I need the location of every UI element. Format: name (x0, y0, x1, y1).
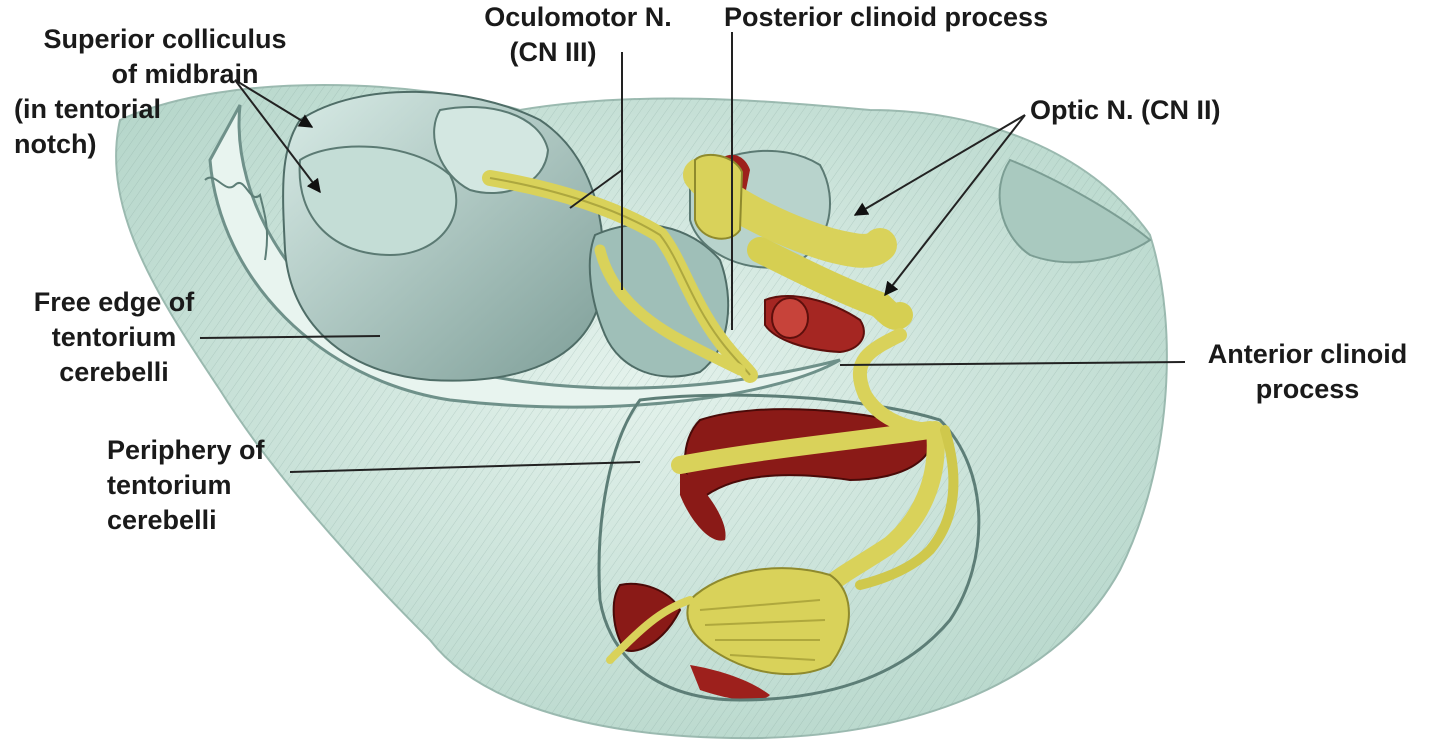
leader-periphery (289, 461, 641, 473)
leader-optic-a (853, 114, 1026, 216)
trigeminal-branch (855, 425, 959, 590)
label-oculomotor-line2: (CN III) (509, 37, 597, 67)
deep-vessel-branch (680, 470, 726, 541)
optic-nerve-distal (747, 237, 913, 330)
label-periphery: Periphery of tentorium cerebelli (107, 433, 265, 538)
label-anterior-clinoid-line2: process (1255, 374, 1360, 404)
label-optic: Optic N. (CN II) (1030, 93, 1221, 128)
cerebral-peduncle (588, 223, 730, 378)
label-superior-colliculus-line1: Superior colliculus (43, 24, 287, 54)
label-superior-colliculus: Superior colliculus of midbrain (20, 22, 310, 92)
label-superior-colliculus-line3: (in tentorial (14, 94, 161, 124)
label-superior-colliculus-line4: notch) (14, 129, 97, 159)
label-superior-colliculus-sub: (in tentorial notch) (14, 92, 161, 162)
label-anterior-clinoid-line1: Anterior clinoid (1207, 339, 1408, 369)
label-free-edge-line3: cerebelli (59, 357, 169, 387)
trigeminal-root (821, 421, 945, 594)
leader-oculomotor-b (569, 169, 623, 209)
label-free-edge-line1: Free edge of (33, 287, 195, 317)
label-posterior-clinoid: Posterior clinoid process (724, 0, 1048, 35)
leader-superior-colliculus-a (234, 79, 314, 128)
optic-chiasm-stump (694, 153, 744, 240)
trigeminal-ganglion (686, 567, 850, 675)
label-oculomotor-line1: Oculomotor N. (484, 2, 672, 32)
deep-vessel-lower (612, 582, 682, 652)
label-oculomotor: Oculomotor N. (CN III) (458, 0, 698, 70)
ganglion-striation (699, 599, 826, 661)
oculomotor-nerve-outline (489, 177, 751, 376)
label-periphery-line3: cerebelli (107, 505, 217, 535)
artist-signature (204, 176, 269, 261)
abducens-nerve (671, 421, 939, 474)
superior-colliculus-left (298, 145, 458, 257)
label-superior-colliculus-line2: of midbrain (111, 59, 259, 89)
leader-optic-b (884, 114, 1026, 297)
label-anterior-clinoid: Anterior clinoid process (1185, 337, 1430, 407)
carotid-lumen (771, 297, 809, 339)
leader-lines (199, 32, 1186, 473)
label-free-edge: Free edge of tentorium cerebelli (14, 285, 214, 390)
leader-superior-colliculus-b (234, 79, 321, 194)
lower-nerve-strand (606, 596, 694, 664)
label-optic-line1: Optic N. (CN II) (1030, 95, 1221, 125)
label-free-edge-line2: tentorium (51, 322, 177, 352)
leader-anterior-clinoid (839, 361, 1186, 366)
label-periphery-line1: Periphery of (107, 435, 265, 465)
label-posterior-clinoid-line1: Posterior clinoid process (724, 2, 1049, 32)
leader-free-edge (199, 335, 381, 339)
dura-right-fold (998, 158, 1152, 264)
trochlear-nerve (594, 244, 746, 376)
label-periphery-line2: tentorium (107, 470, 232, 500)
deep-vessel-bottom (690, 665, 770, 701)
